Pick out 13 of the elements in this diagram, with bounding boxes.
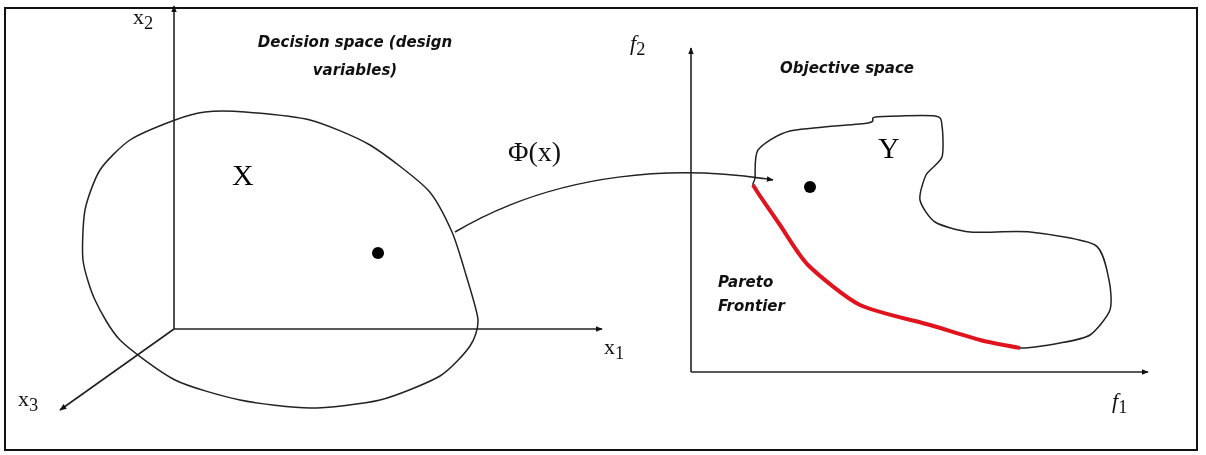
set-label: Y <box>878 133 900 163</box>
edge-label: Φ(x) <box>508 136 562 168</box>
set-label: X <box>232 160 254 190</box>
space-title: Objective space <box>780 58 915 79</box>
mapping-arrow <box>454 172 774 233</box>
axis-label: x$_{3}$ <box>18 386 39 417</box>
axis-label: x$_{2}$ <box>133 4 154 35</box>
space-title: Decision space (design variables) <box>256 32 454 81</box>
axis-label: x$_{1}$ <box>604 334 625 365</box>
curve-label: Pareto Frontier <box>718 272 787 317</box>
region-outline <box>80 108 482 412</box>
axis-label: f$_{1}$ <box>1112 388 1128 419</box>
axis-label: f$_{2}$ <box>630 30 646 61</box>
